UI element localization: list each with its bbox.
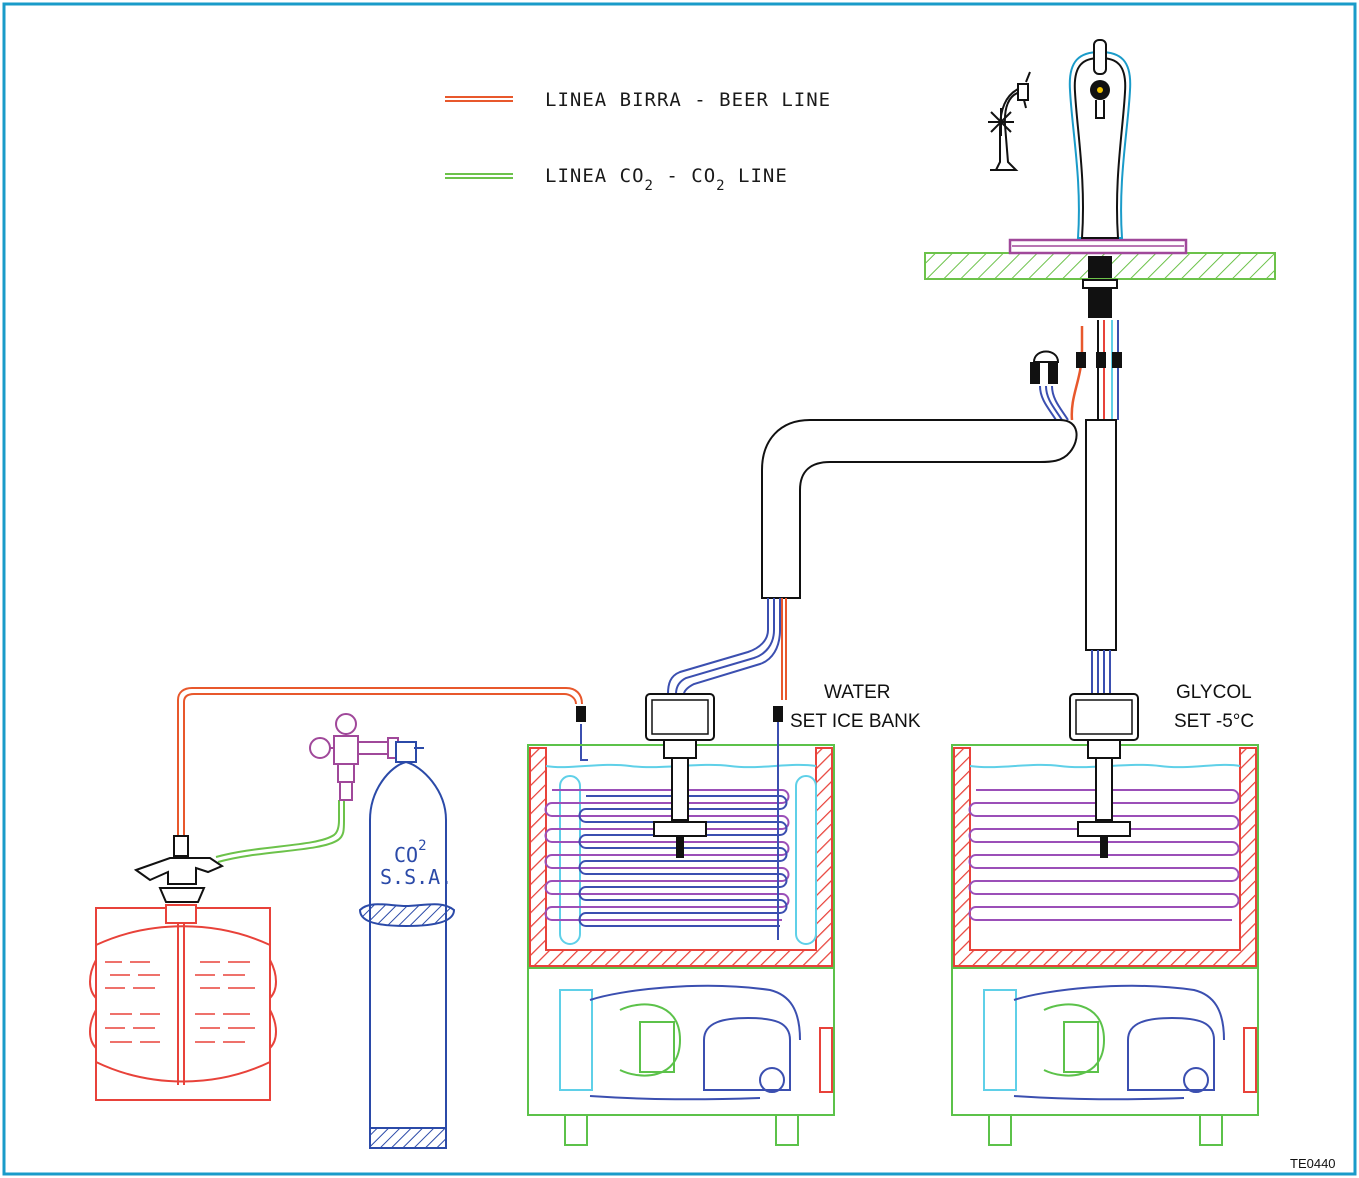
co2-line (215, 800, 345, 863)
coil-bend (544, 802, 553, 817)
coil-bend (781, 893, 790, 908)
beer-line (177, 687, 588, 840)
legend-beer-swatch (445, 96, 513, 102)
coil-bend (578, 912, 587, 927)
coil-bend (781, 789, 790, 804)
coil-bend (779, 899, 788, 914)
coil-bend (544, 828, 553, 843)
water-cooler (527, 744, 835, 1146)
coil-bend (578, 834, 587, 849)
python-to-water-cooler-lines (667, 598, 787, 700)
insulated-python-pipe (761, 419, 1117, 651)
glycol-cooler-pump-assembly (1069, 693, 1139, 858)
coil-bend (779, 873, 788, 888)
legend-beer-label: LINEA BIRRA - BEER LINE (545, 89, 831, 111)
coil-bend (968, 854, 977, 869)
cylinder-gas-label: CO2 (394, 838, 427, 867)
water-cooler-label-1: WATER (824, 682, 891, 703)
coil-bend (968, 880, 977, 895)
snowflake-tap-icon (988, 71, 1031, 171)
keg-coupler (133, 835, 225, 903)
drawing-code: TE0440 (1290, 1156, 1336, 1171)
legend: LINEA BIRRA - BEER LINE LINEA CO2 - CO2 … (445, 89, 831, 194)
legend-co2-label: LINEA CO2 - CO2 LINE (545, 165, 788, 194)
coil-bend (781, 841, 790, 856)
keg (89, 904, 277, 1101)
coil-bend (1231, 867, 1240, 882)
coil-bend (578, 860, 587, 875)
beer-tower (1068, 39, 1132, 318)
coil-bend (781, 867, 790, 882)
water-cooler-label-2: SET ICE BANK (790, 711, 921, 732)
coil-bend (578, 886, 587, 901)
python-couplers (1030, 320, 1122, 421)
coil-bend (1231, 893, 1240, 908)
co2-cylinder (358, 741, 456, 1149)
coil-bend (1231, 841, 1240, 856)
coil-bend (779, 821, 788, 836)
legend-co2-swatch (445, 173, 513, 179)
coil-bend (968, 906, 977, 921)
coil-bend (544, 906, 553, 921)
coil-bend (968, 828, 977, 843)
coil-bend (781, 815, 790, 830)
glycol-cooler-label-1: GLYCOL (1176, 682, 1252, 703)
water-cooler-pump-assembly (645, 693, 783, 940)
water-cooler-coils (544, 789, 790, 927)
coil-bend (779, 847, 788, 862)
co2-regulator (309, 713, 399, 801)
coil-bend (544, 880, 553, 895)
glycol-cooler-label-2: SET -5°C (1174, 711, 1254, 732)
coil-bend (1231, 789, 1240, 804)
coil-bend (578, 808, 587, 823)
coil-bend (779, 795, 788, 810)
coil-bend (968, 802, 977, 817)
cylinder-spec-label: S.S.A. (380, 865, 452, 889)
coil-bend (544, 854, 553, 869)
coil-bend (1231, 815, 1240, 830)
python-to-glycol-cooler-lines (1091, 650, 1111, 694)
